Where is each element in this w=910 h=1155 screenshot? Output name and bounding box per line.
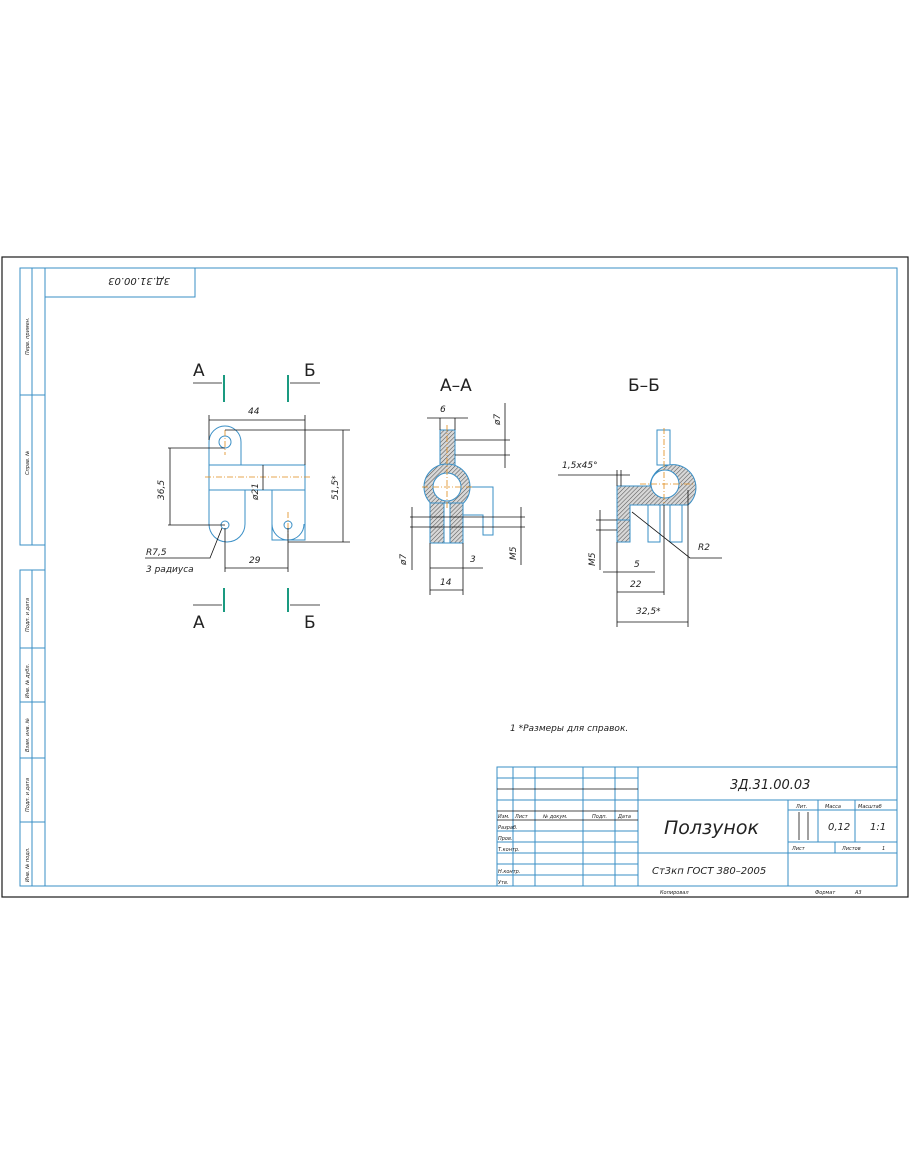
role-checker: Пров.	[498, 836, 513, 842]
top-stamp-number: 3Д.31.00.03	[108, 275, 170, 286]
side-strip: Перв. примен. Справ. № Подп. и дата Инв.…	[19, 267, 46, 887]
main-view: А Б А Б 44 51,5* 36,5	[145, 361, 350, 633]
radius-count: 3 радиуса	[146, 565, 194, 575]
lit-label: Лит.	[795, 804, 808, 810]
header-list: Лист	[514, 814, 529, 820]
header-date: Дата	[617, 814, 631, 820]
dim-14: 14	[440, 578, 452, 588]
header-sign: Подп.	[592, 814, 607, 820]
dim-3: 3	[470, 555, 476, 565]
section-bb-title: Б–Б	[628, 376, 660, 396]
format-label: Формат	[815, 890, 836, 896]
header-izm: Изм.	[498, 814, 510, 820]
section-aa-view: А–А 6 ø7 ø7 M5 3 14	[399, 376, 525, 595]
radius-note: R7,5	[146, 548, 167, 558]
radius-label: R2	[698, 543, 710, 553]
dim-height: 51,5*	[331, 475, 341, 500]
dim-diameter: ø21	[251, 483, 261, 501]
outer-frame	[1, 256, 909, 898]
title-block: Изм. Лист № докум. Подп. Дата Разраб. Пр…	[496, 766, 898, 896]
dim-width: 44	[248, 407, 260, 417]
dim-m5: M5	[588, 552, 598, 566]
sheet-label: Лист	[791, 846, 806, 852]
strip-label: Подп. и дата	[25, 598, 31, 632]
strip-label: Инв. № подл.	[25, 848, 31, 883]
dim-m5: M5	[509, 546, 519, 560]
drawing-note: 1 *Размеры для справок.	[510, 724, 628, 734]
dim-hole-spacing-v: 36,5	[157, 480, 167, 500]
role-developer: Разраб.	[498, 825, 518, 831]
section-label-a: А	[193, 613, 205, 633]
section-label-b: Б	[304, 361, 316, 381]
dim-32-5: 32,5*	[636, 607, 661, 617]
section-bb-view: Б–Б 1,5x45° R2 M5 5 22 32,5*	[558, 376, 722, 627]
role-tech-control: Т.контр.	[498, 847, 520, 853]
role-norm-control: Н.контр.	[498, 869, 520, 875]
section-aa-title: А–А	[440, 376, 472, 396]
header-doc-no: № докум.	[542, 814, 568, 820]
section-label-b: Б	[304, 613, 316, 633]
dim-d7-left: ø7	[399, 553, 409, 566]
copied-label: Копировал	[660, 890, 689, 896]
top-stamp-box	[44, 267, 196, 298]
scale-label: Масштаб	[858, 804, 882, 810]
dim-d7-top: ø7	[493, 413, 503, 426]
scale-value: 1:1	[870, 822, 886, 833]
sheets-value: 1	[882, 846, 885, 852]
strip-label: Справ. №	[25, 451, 31, 475]
material: Ст3кп ГОСТ 380–2005	[652, 866, 766, 877]
strip-label: Перв. примен.	[25, 317, 31, 355]
mass-value: 0,12	[828, 822, 850, 833]
mass-label: Масса	[825, 804, 841, 810]
role-approved: Утв.	[498, 880, 509, 886]
inner-frame	[44, 267, 898, 887]
dim-6: 6	[440, 405, 446, 415]
strip-label: Взам. инв. №	[25, 718, 31, 752]
format-value: А3	[854, 890, 862, 896]
dim-22: 22	[630, 580, 642, 590]
doc-number: 3Д.31.00.03	[730, 778, 810, 793]
strip-label: Подп. и дата	[25, 778, 31, 812]
section-label-a: А	[193, 361, 205, 381]
dim-5: 5	[634, 560, 640, 570]
chamfer-label: 1,5x45°	[562, 461, 598, 471]
sheets-label: Листов	[841, 846, 861, 852]
dim-hole-spacing-h: 29	[249, 556, 261, 566]
part-name: Ползунок	[664, 817, 759, 839]
strip-label: Инв. № дубл.	[25, 664, 31, 698]
